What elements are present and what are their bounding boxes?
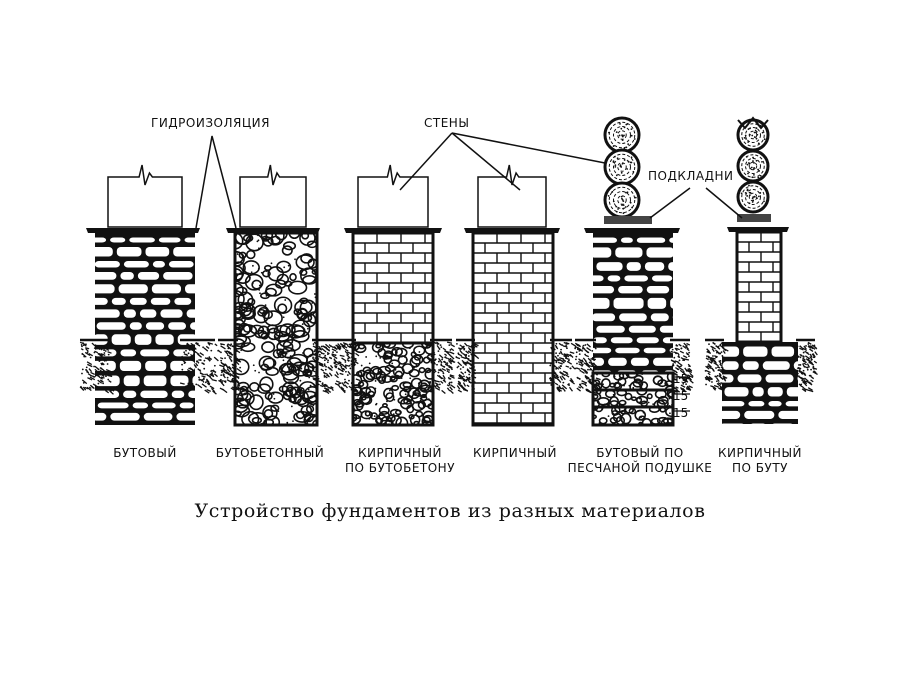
- walls-leader-2: [451, 132, 521, 191]
- walls-leader-1: [399, 132, 453, 191]
- foundation-label-brick-on-concrete: КИРПИЧНЫЙ ПО БУТОБЕТОНУ: [335, 446, 465, 476]
- callout-leaders: [195, 132, 743, 229]
- layer-mark-1: 15: [673, 372, 689, 386]
- foundation-label-line1: БУТОВЫЙ: [113, 446, 177, 460]
- walls-leader-3: [451, 132, 606, 164]
- foundation-label-brick: КИРПИЧНЫЙ: [460, 446, 570, 461]
- sills-label: ПОДКЛАДНИ: [648, 169, 734, 183]
- figure-caption: Устройство фундаментов из разных материа…: [194, 500, 706, 522]
- walls-label: СТЕНЫ: [424, 116, 470, 130]
- foundation-label-line2: ПЕСЧАНОЙ ПОДУШКЕ: [567, 461, 713, 475]
- foundation-brick-on-rubble: [704, 116, 818, 424]
- foundation-label-rubble-concrete: БУТОБЕТОННЫЙ: [205, 446, 335, 461]
- foundation-label-line2: ПО БУТУ: [732, 461, 788, 475]
- sills-leader-1: [649, 187, 691, 219]
- waterproofing-label: ГИДРОИЗОЛЯЦИЯ: [151, 116, 270, 130]
- foundation-label-line1: КИРПИЧНЫЙ: [717, 446, 803, 460]
- sills-leader-2: [705, 187, 743, 219]
- foundation-label-line1: КИРПИЧНЫЙ: [357, 446, 443, 460]
- foundation-rubble: [79, 164, 219, 425]
- layer-mark-3: 15: [673, 406, 689, 420]
- foundation-label-line1: КИРПИЧНЫЙ: [472, 446, 558, 460]
- layer-mark-2: 15: [673, 389, 689, 403]
- foundation-label-rubble-on-sand: БУТОВЫЙ ПО ПЕСЧАНОЙ ПОДУШКЕ: [565, 446, 715, 476]
- foundation-label-line1: БУТОБЕТОННЫЙ: [215, 446, 325, 460]
- foundation-label-rubble: БУТОВЫЙ: [90, 446, 200, 461]
- foundation-rubble-on-sand: [574, 116, 694, 427]
- foundation-rubble-concrete: [217, 164, 340, 427]
- foundation-brick: [455, 164, 577, 427]
- foundation-brick-on-concrete: [334, 164, 456, 427]
- waterproofing-leader: [195, 135, 237, 229]
- foundation-label-line2: ПО БУТОБЕТОНУ: [344, 461, 456, 475]
- foundation-label-brick-on-rubble: КИРПИЧНЫЙ ПО БУТУ: [705, 446, 815, 476]
- foundation-label-line1: БУТОВЫЙ ПО: [596, 446, 684, 460]
